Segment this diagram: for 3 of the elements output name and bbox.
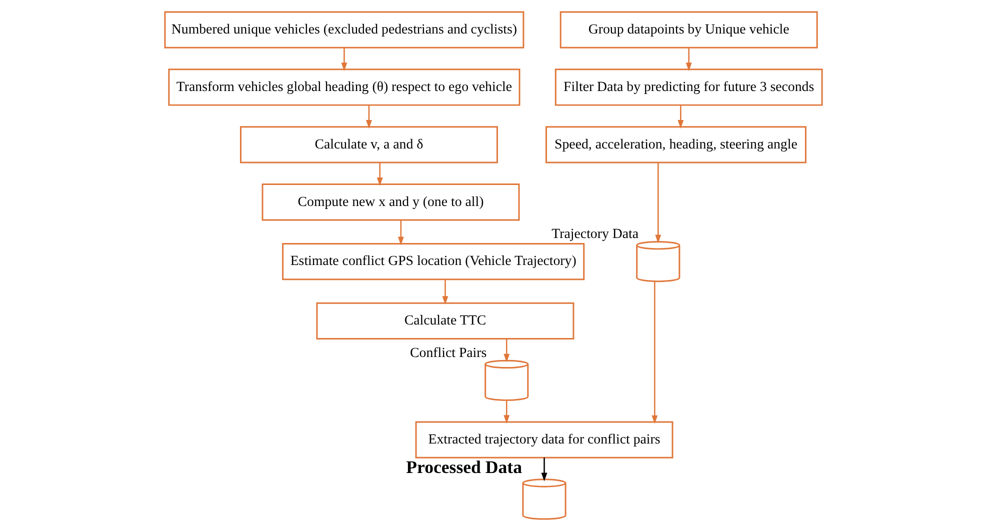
node-label: Processed Data (406, 456, 522, 477)
node-label: Trajectory Data (551, 226, 638, 241)
node-label: Conflict Pairs (410, 344, 486, 360)
